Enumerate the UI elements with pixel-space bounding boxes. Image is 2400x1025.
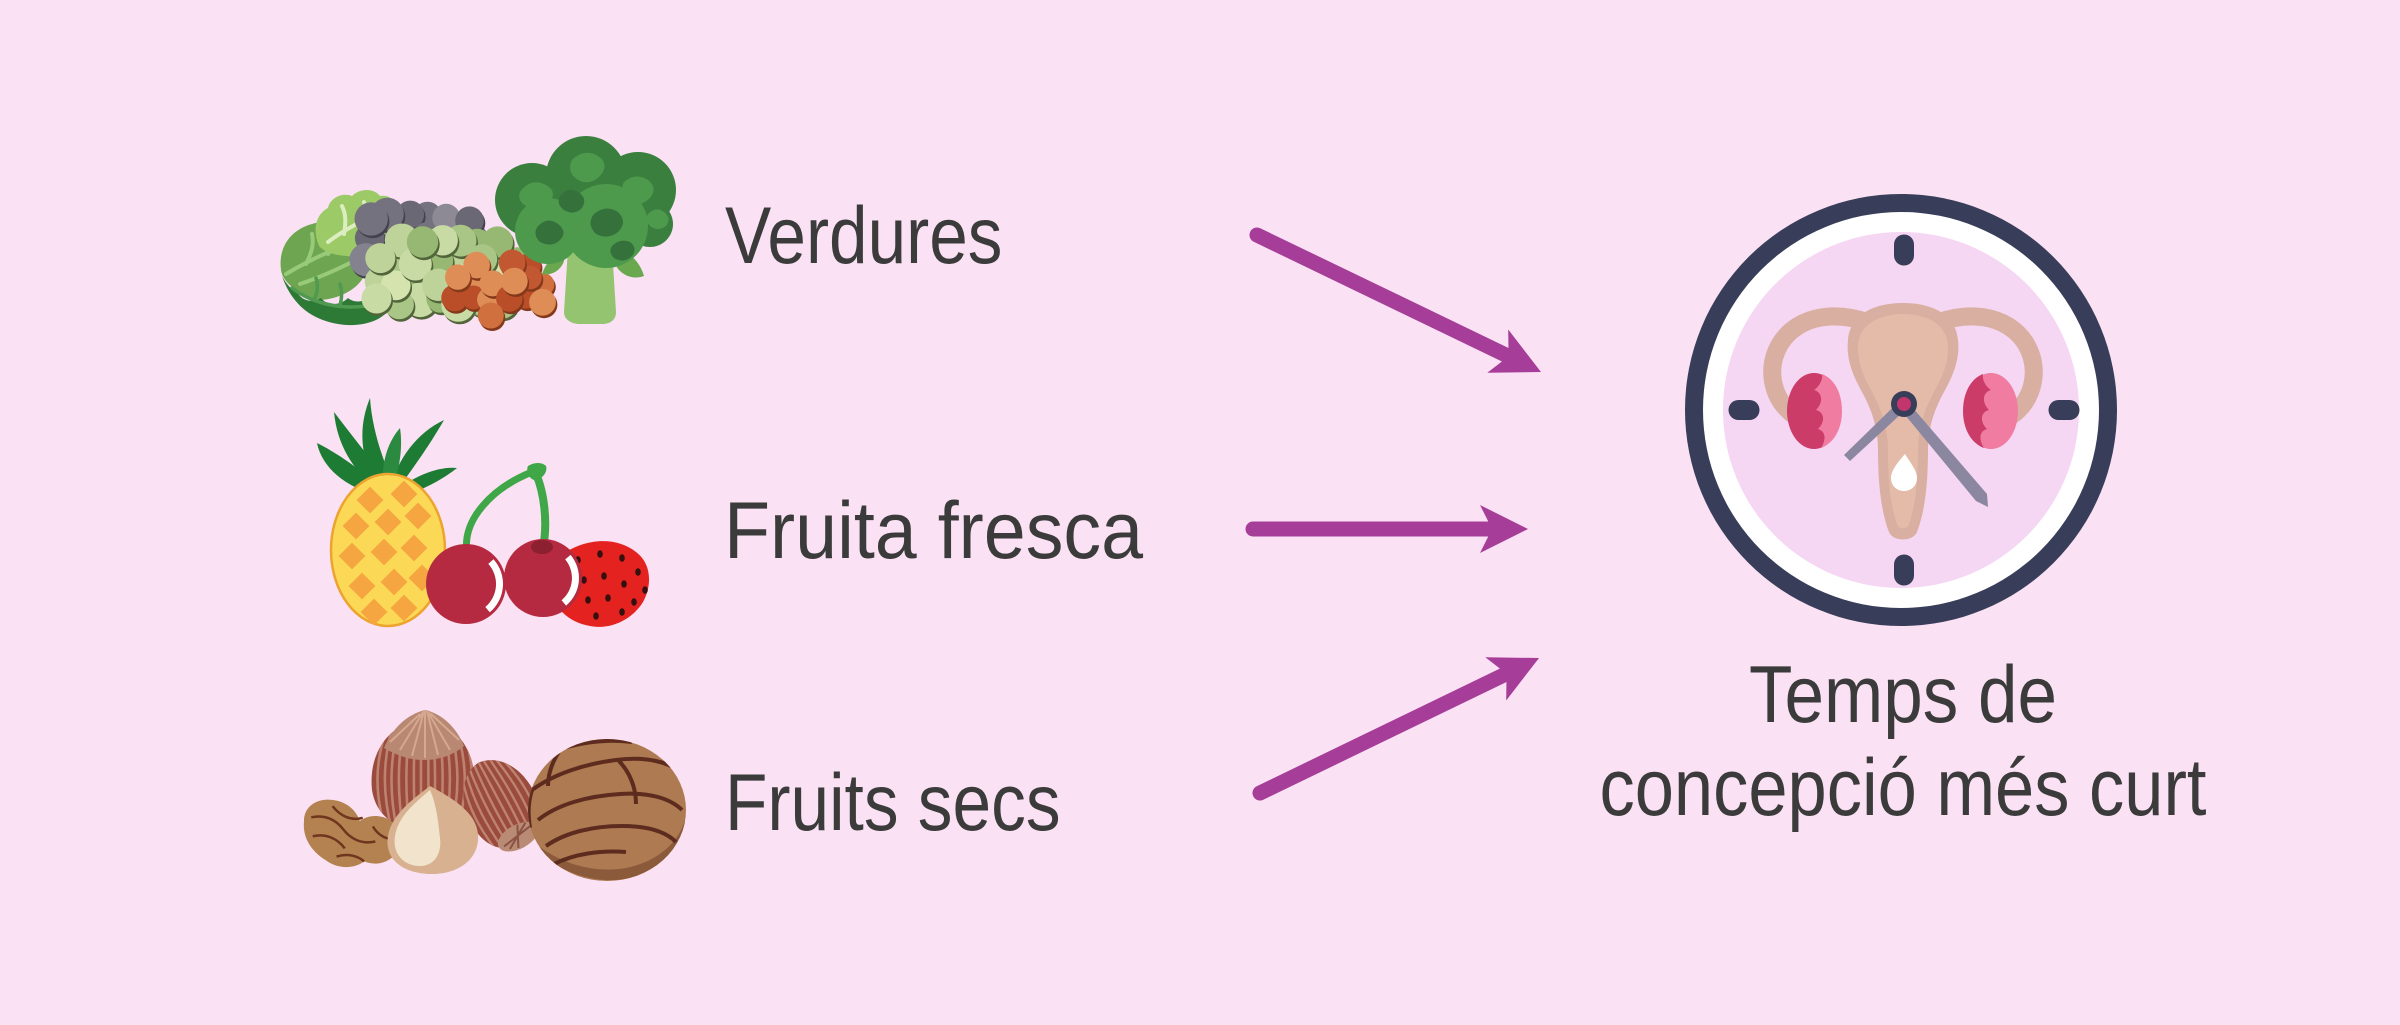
svg-text:Temps de: Temps de xyxy=(1749,650,2057,740)
svg-text:Fruits secs: Fruits secs xyxy=(725,757,1061,847)
svg-text:concepció més curt: concepció més curt xyxy=(1600,742,2207,833)
svg-text:Fruita fresca: Fruita fresca xyxy=(724,485,1144,576)
svg-text:Verdures: Verdures xyxy=(725,190,1002,280)
